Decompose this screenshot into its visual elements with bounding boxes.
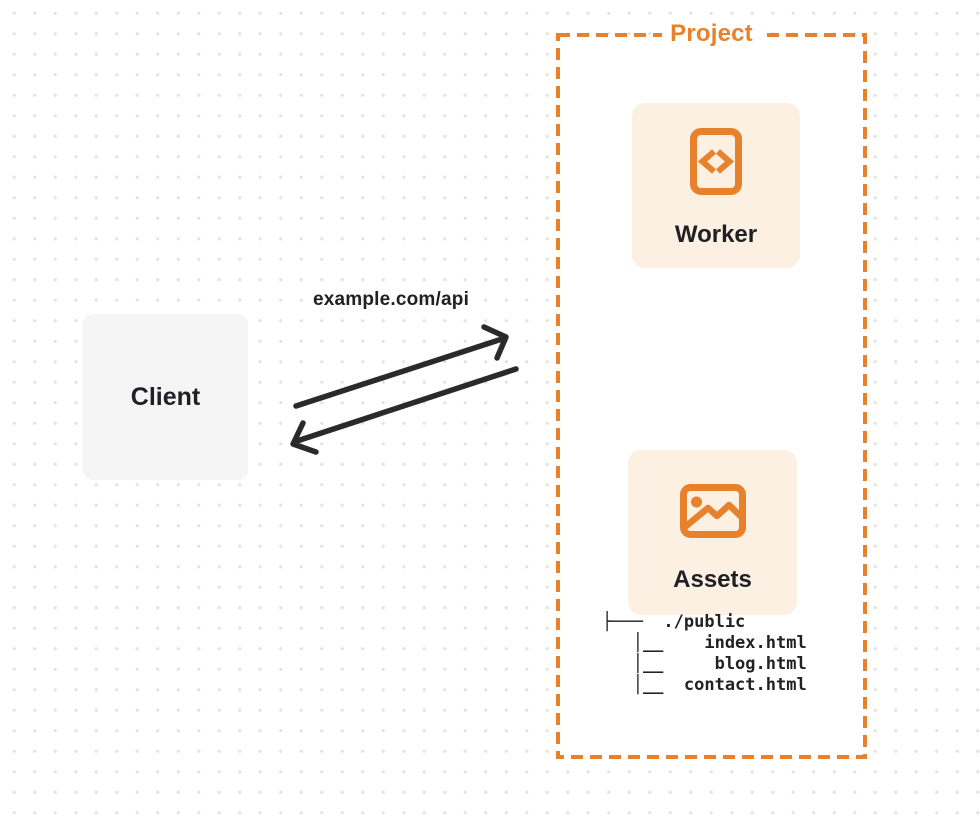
- worker-node: Worker: [632, 103, 800, 268]
- code-chevrons-document-icon: [690, 128, 742, 195]
- request-url-label: example.com/api: [312, 289, 470, 310]
- picture-image-icon: [679, 484, 746, 538]
- assets-label: Assets: [673, 566, 752, 593]
- client-node: Client: [83, 314, 248, 480]
- assets-node: Assets: [628, 450, 797, 615]
- project-label: Project: [662, 20, 761, 48]
- client-label: Client: [130, 382, 201, 411]
- project-boundary-title: Project: [558, 20, 865, 48]
- response-arrow-project-to-client: [290, 366, 519, 455]
- assets-file-tree: ├─── ./public │__ index.html │__ blog.ht…: [602, 612, 807, 695]
- worker-label: Worker: [674, 221, 758, 248]
- request-arrow-client-to-project: [293, 324, 509, 409]
